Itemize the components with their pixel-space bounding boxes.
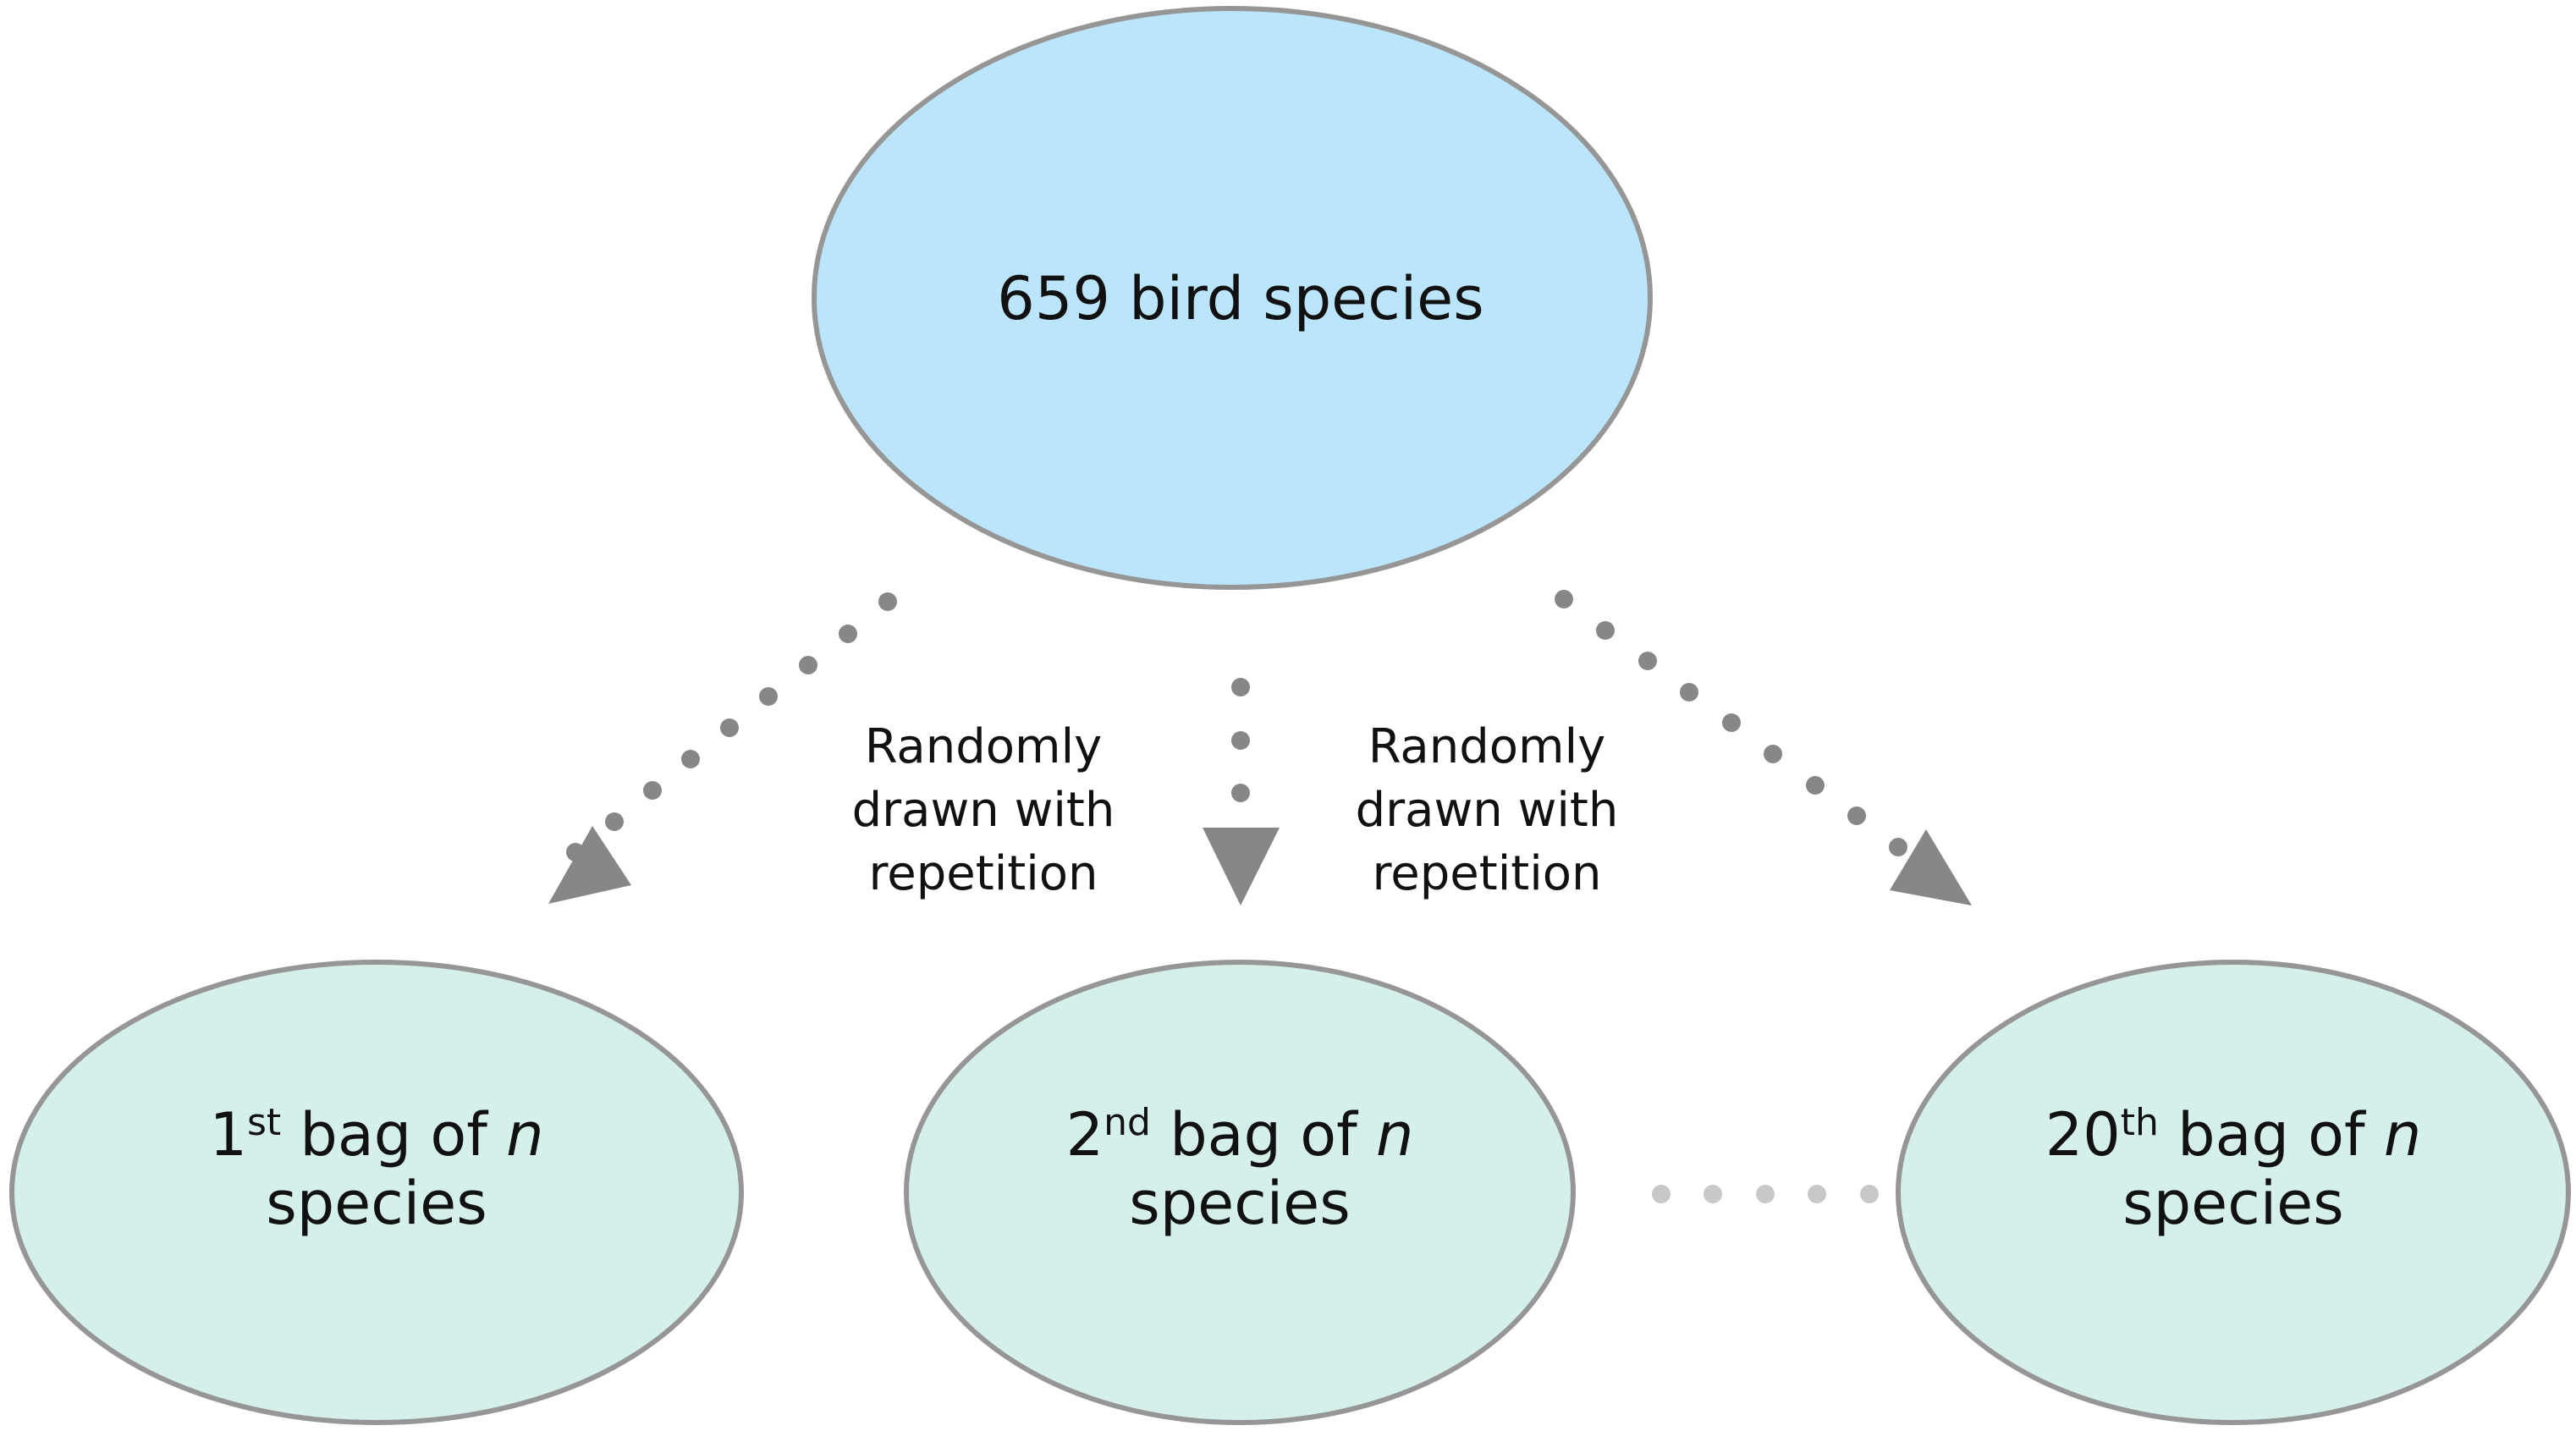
bag-3-suffix: th [2121,1101,2159,1144]
ellipsis-dots [1652,1185,1879,1203]
bag-1-ordinal: 1 [209,1100,247,1170]
bag-ellipse-3 [1896,960,2571,1425]
bag-ellipse-2 [904,960,1576,1425]
root-label: 659 bird species [997,264,1483,333]
bag-node-1: 1st bag of n species [9,960,744,1425]
edge-right-dots [1555,590,1907,856]
edge-middle [1203,678,1280,905]
bag-ellipse-1 [9,960,744,1425]
edge-right-arrowhead [1890,829,1972,905]
bag-3-text: bag of [2159,1100,2384,1170]
bag-label-2-line1: 2nd bag of n [1066,1100,1414,1170]
bag-2-suffix: nd [1104,1101,1151,1144]
edge-label-left: Randomly drawn with repetition [852,719,1115,901]
edge-middle-arrowhead [1203,828,1280,905]
bag-label-1-line2: species [266,1169,487,1238]
bag-2-ordinal: 2 [1066,1100,1104,1170]
root-node: 659 bird species [812,6,1653,590]
edge-label-right: Randomly drawn with repetition [1356,719,1619,901]
bag-1-var: n [506,1100,543,1170]
bag-node-3: 20th bag of n species [1896,960,2571,1425]
edge-middle-dots [1231,678,1250,802]
bag-1-suffix: st [247,1101,281,1144]
edge-label-left-line3: repetition [868,846,1098,901]
bag-label-3-line2: species [2122,1169,2343,1238]
edge-label-right-line2: drawn with [1356,783,1619,838]
root-ellipse [812,6,1653,590]
bag-label-2-line2: species [1129,1169,1350,1238]
edge-left [548,592,897,904]
edge-right [1555,590,1972,905]
bag-3-var: n [2384,1100,2421,1170]
edge-label-right-line1: Randomly [1368,719,1606,774]
edge-left-arrowhead [548,826,631,904]
bag-1-text: bag of [281,1100,506,1170]
edge-label-right-line3: repetition [1372,846,1601,901]
edge-label-left-line1: Randomly [865,719,1103,774]
bag-label-1-line1: 1st bag of n [209,1100,543,1170]
bag-3-ordinal: 20 [2045,1100,2121,1170]
bag-node-2: 2nd bag of n species [904,960,1576,1425]
edge-label-left-line2: drawn with [852,783,1115,838]
bag-2-var: n [1376,1100,1413,1170]
edge-left-dots [566,592,897,861]
bag-label-3-line1: 20th bag of n [2045,1100,2422,1170]
bag-2-text: bag of [1151,1100,1376,1170]
